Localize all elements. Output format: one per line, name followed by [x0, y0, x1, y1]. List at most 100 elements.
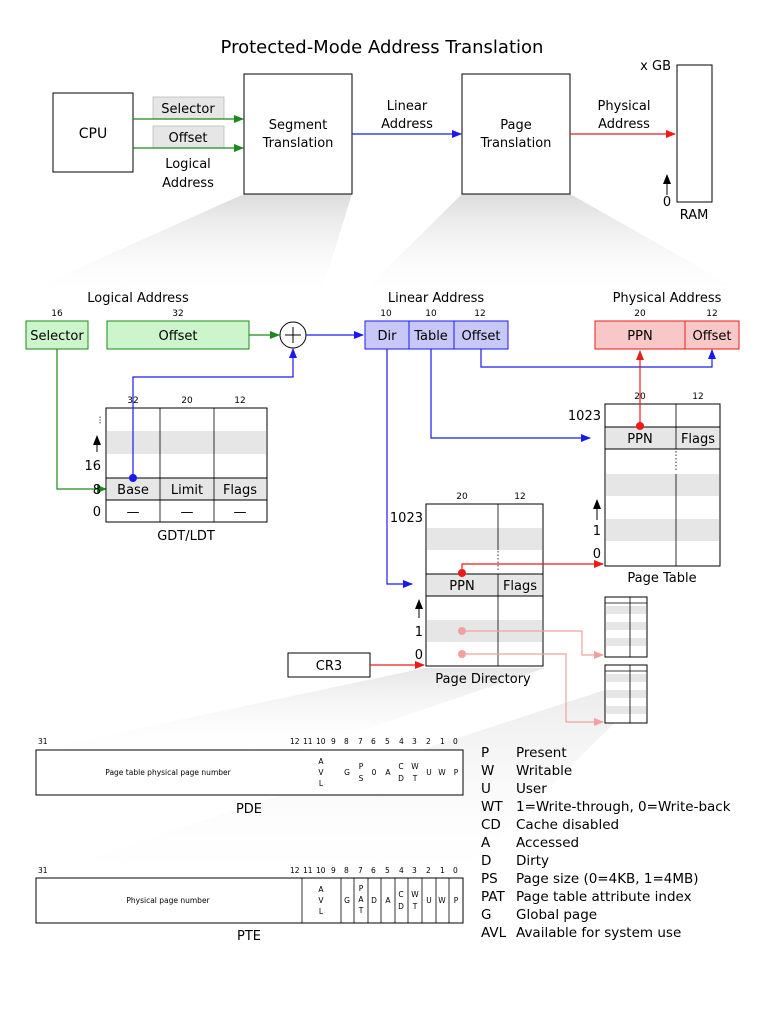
svg-text:T: T [412, 902, 418, 911]
svg-text:V: V [318, 768, 324, 777]
svg-text:0: 0 [372, 768, 377, 777]
svg-text:A: A [358, 895, 364, 904]
gdt-bits-limit: 20 [181, 396, 193, 406]
pd-ppn-dot [458, 569, 466, 577]
svg-text:G: G [344, 896, 350, 905]
svg-text:5: 5 [385, 866, 390, 875]
gdt-empty-3: — [234, 505, 247, 520]
legend-abbr: P [481, 745, 489, 761]
linear-dir-bits: 10 [380, 309, 392, 319]
overview-physical-label-2: Address [598, 117, 650, 132]
table-to-pagetable-arrow [430, 349, 591, 442]
legend-desc: Page table attribute index [516, 889, 692, 905]
svg-text:8: 8 [344, 866, 349, 875]
svg-text:10: 10 [316, 866, 326, 875]
diagram-title: Protected-Mode Address Translation [221, 37, 544, 58]
svg-text:P: P [359, 884, 364, 893]
legend-abbr: AVL [481, 925, 507, 941]
svg-text:31: 31 [38, 866, 48, 875]
pd-bits-ppn: 20 [456, 492, 468, 502]
svg-text:V: V [318, 896, 324, 905]
legend-abbr: U [481, 781, 491, 797]
ram-box: x GB 0 RAM [640, 59, 713, 223]
selector-to-gdt-arrow [56, 349, 107, 493]
svg-text:D: D [398, 902, 404, 911]
overview-offset: Offset [152, 125, 225, 149]
svg-text:Segment: Segment [269, 118, 328, 133]
gdt-field-flags: Flags [223, 483, 257, 498]
segment-zoom-shade [30, 194, 352, 290]
overview-logical-label-1: Logical [165, 157, 211, 172]
legend-desc: Global page [516, 907, 597, 923]
linear-table-bits: 10 [425, 309, 437, 319]
svg-text:x GB: x GB [640, 59, 671, 74]
physical-ppn-bits: 20 [634, 309, 646, 319]
overview-linear-label-1: Linear [387, 99, 428, 114]
legend-abbr: PAT [481, 889, 505, 905]
svg-text:4: 4 [399, 866, 404, 875]
svg-text:A: A [318, 885, 324, 894]
linear-offset-field: Offset [461, 329, 500, 344]
pd-field-flags: Flags [503, 579, 537, 594]
linear-heading: Linear Address [388, 291, 485, 306]
svg-text:G: G [344, 768, 350, 777]
svg-text:6: 6 [371, 737, 376, 746]
svg-text:A: A [385, 768, 391, 777]
pt-caption: Page Table [627, 571, 696, 586]
pte-caption: PTE [237, 929, 261, 944]
svg-text:Selector: Selector [161, 102, 215, 117]
page-table: 20 12 PPN Flags 1023 1 0 Page Table [568, 392, 721, 586]
pd-entry0-dot [458, 650, 466, 658]
physical-heading: Physical Address [613, 291, 722, 306]
pt-field-ppn: PPN [627, 432, 652, 447]
svg-text:CPU: CPU [79, 126, 107, 142]
legend-abbr: W [481, 763, 494, 779]
svg-text:W: W [411, 762, 419, 771]
gdt-bits-flags: 12 [234, 396, 245, 406]
svg-text:P: P [454, 768, 459, 777]
gdt-index-dots: ··· [94, 416, 104, 425]
pd-field-ppn: PPN [449, 579, 474, 594]
linear-address-fields: Dir Table Offset [364, 320, 509, 350]
legend-abbr: PS [481, 871, 498, 887]
dir-to-pagedir-arrow [386, 349, 413, 588]
overview-selector: Selector [152, 96, 225, 120]
svg-text:RAM: RAM [680, 208, 709, 223]
svg-text:12: 12 [290, 737, 300, 746]
pd-index-1023: 1023 [390, 511, 423, 526]
logical-offset-field: Offset [106, 320, 250, 350]
physical-ppn-field: PPN [627, 329, 652, 344]
svg-text:Offset: Offset [158, 329, 197, 344]
pt-index-1: 1 [593, 524, 601, 539]
legend-desc: 1=Write-through, 0=Write-back [516, 799, 731, 815]
legend-abbr: G [481, 907, 491, 923]
svg-text:9: 9 [331, 737, 336, 746]
svg-text:7: 7 [358, 866, 363, 875]
svg-text:L: L [319, 907, 324, 916]
cpu-box: CPU [52, 92, 134, 173]
physical-offset-bits: 12 [706, 309, 717, 319]
svg-text:5: 5 [385, 737, 390, 746]
svg-text:A: A [385, 896, 391, 905]
legend-desc: Available for system use [516, 925, 681, 941]
legend-desc: Dirty [516, 853, 549, 869]
offset-to-physical-arrow [480, 349, 716, 368]
pte-layout: 31 12 11 10 9 8 7 6 5 4 3 2 1 0 Physical… [35, 866, 464, 944]
svg-text:L: L [319, 779, 324, 788]
pd-bits-flags: 12 [514, 492, 525, 502]
logical-selector-field: Selector [25, 320, 89, 350]
pd-entry1-link [462, 630, 604, 659]
svg-text:Selector: Selector [30, 329, 84, 344]
page-translation-box: Page Translation [461, 73, 571, 195]
svg-text:3: 3 [412, 737, 417, 746]
cr3-register: CR3 [287, 652, 371, 678]
svg-text:U: U [426, 768, 432, 777]
svg-text:1: 1 [440, 737, 445, 746]
svg-text:CR3: CR3 [316, 659, 342, 674]
svg-text:T: T [358, 906, 364, 915]
svg-text:C: C [398, 762, 403, 771]
svg-text:S: S [359, 774, 364, 783]
svg-text:Translation: Translation [480, 136, 552, 151]
pde-main-field: Page table physical page number [105, 768, 231, 777]
